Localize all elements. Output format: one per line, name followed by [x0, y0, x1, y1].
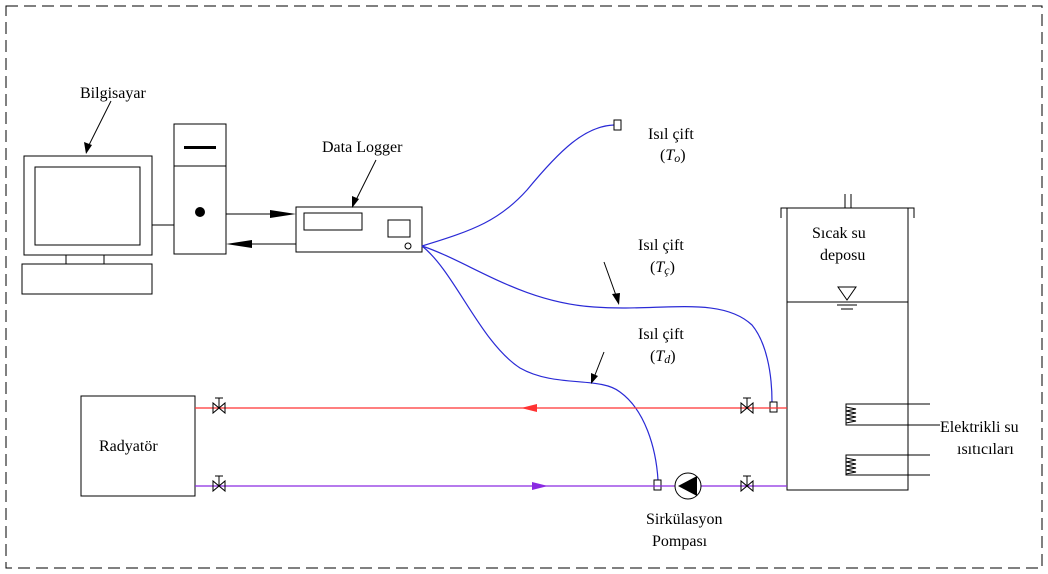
thermocouple-cables — [421, 124, 773, 481]
thermocouple-o-label: Isıl çift — [648, 126, 694, 143]
tank-label-line1: Sıcak su — [812, 225, 866, 242]
computer-label-arrow — [84, 100, 112, 154]
tank-label-line2: deposu — [820, 247, 865, 264]
thermocouple-c-label: Isıl çift — [638, 237, 684, 254]
water-level-symbol — [837, 286, 857, 310]
electric-heater-2 — [845, 454, 930, 476]
radiator-label: Radyatör — [99, 438, 158, 455]
thermocouple-o-symbol: (To) — [660, 147, 686, 165]
supply-pipe — [195, 404, 787, 412]
thermocouple-c-arrow — [603, 261, 620, 305]
data-logger-label: Data Logger — [322, 139, 403, 156]
circulation-pump — [674, 472, 702, 500]
valve-radiator-return — [212, 475, 226, 493]
radiator-box — [80, 395, 196, 497]
valve-radiator-supply — [212, 397, 226, 415]
thermocouple-c-symbol: (Tç) — [650, 259, 675, 277]
thermocouple-d-symbol: (Td) — [650, 348, 676, 366]
dashed-border — [5, 5, 1043, 569]
thermocouple-d-probe — [653, 479, 662, 491]
heaters-label-line2: ısıtıcıları — [957, 441, 1014, 458]
computer-monitor — [21, 155, 153, 295]
thermocouple-c-probe — [769, 401, 778, 413]
hot-water-tank — [780, 194, 915, 491]
data-logger-label-arrow — [352, 159, 377, 208]
data-logger-box — [295, 206, 423, 253]
thermocouple-d-arrow — [591, 351, 605, 384]
computer-label: Bilgisayar — [80, 85, 146, 102]
pump-label-line1: Sirkülasyon — [646, 511, 722, 528]
computer-tower — [173, 123, 227, 255]
valve-tank-supply — [740, 397, 754, 415]
thermocouple-o-probe — [613, 119, 622, 131]
electric-heater-1 — [845, 403, 930, 426]
data-arrows — [226, 210, 296, 248]
thermocouple-d-label: Isıl çift — [638, 326, 684, 343]
pump-label-line2: Pompası — [652, 533, 708, 550]
heaters-label-line1: Elektrikli su — [940, 419, 1019, 436]
valve-tank-return — [740, 475, 754, 493]
